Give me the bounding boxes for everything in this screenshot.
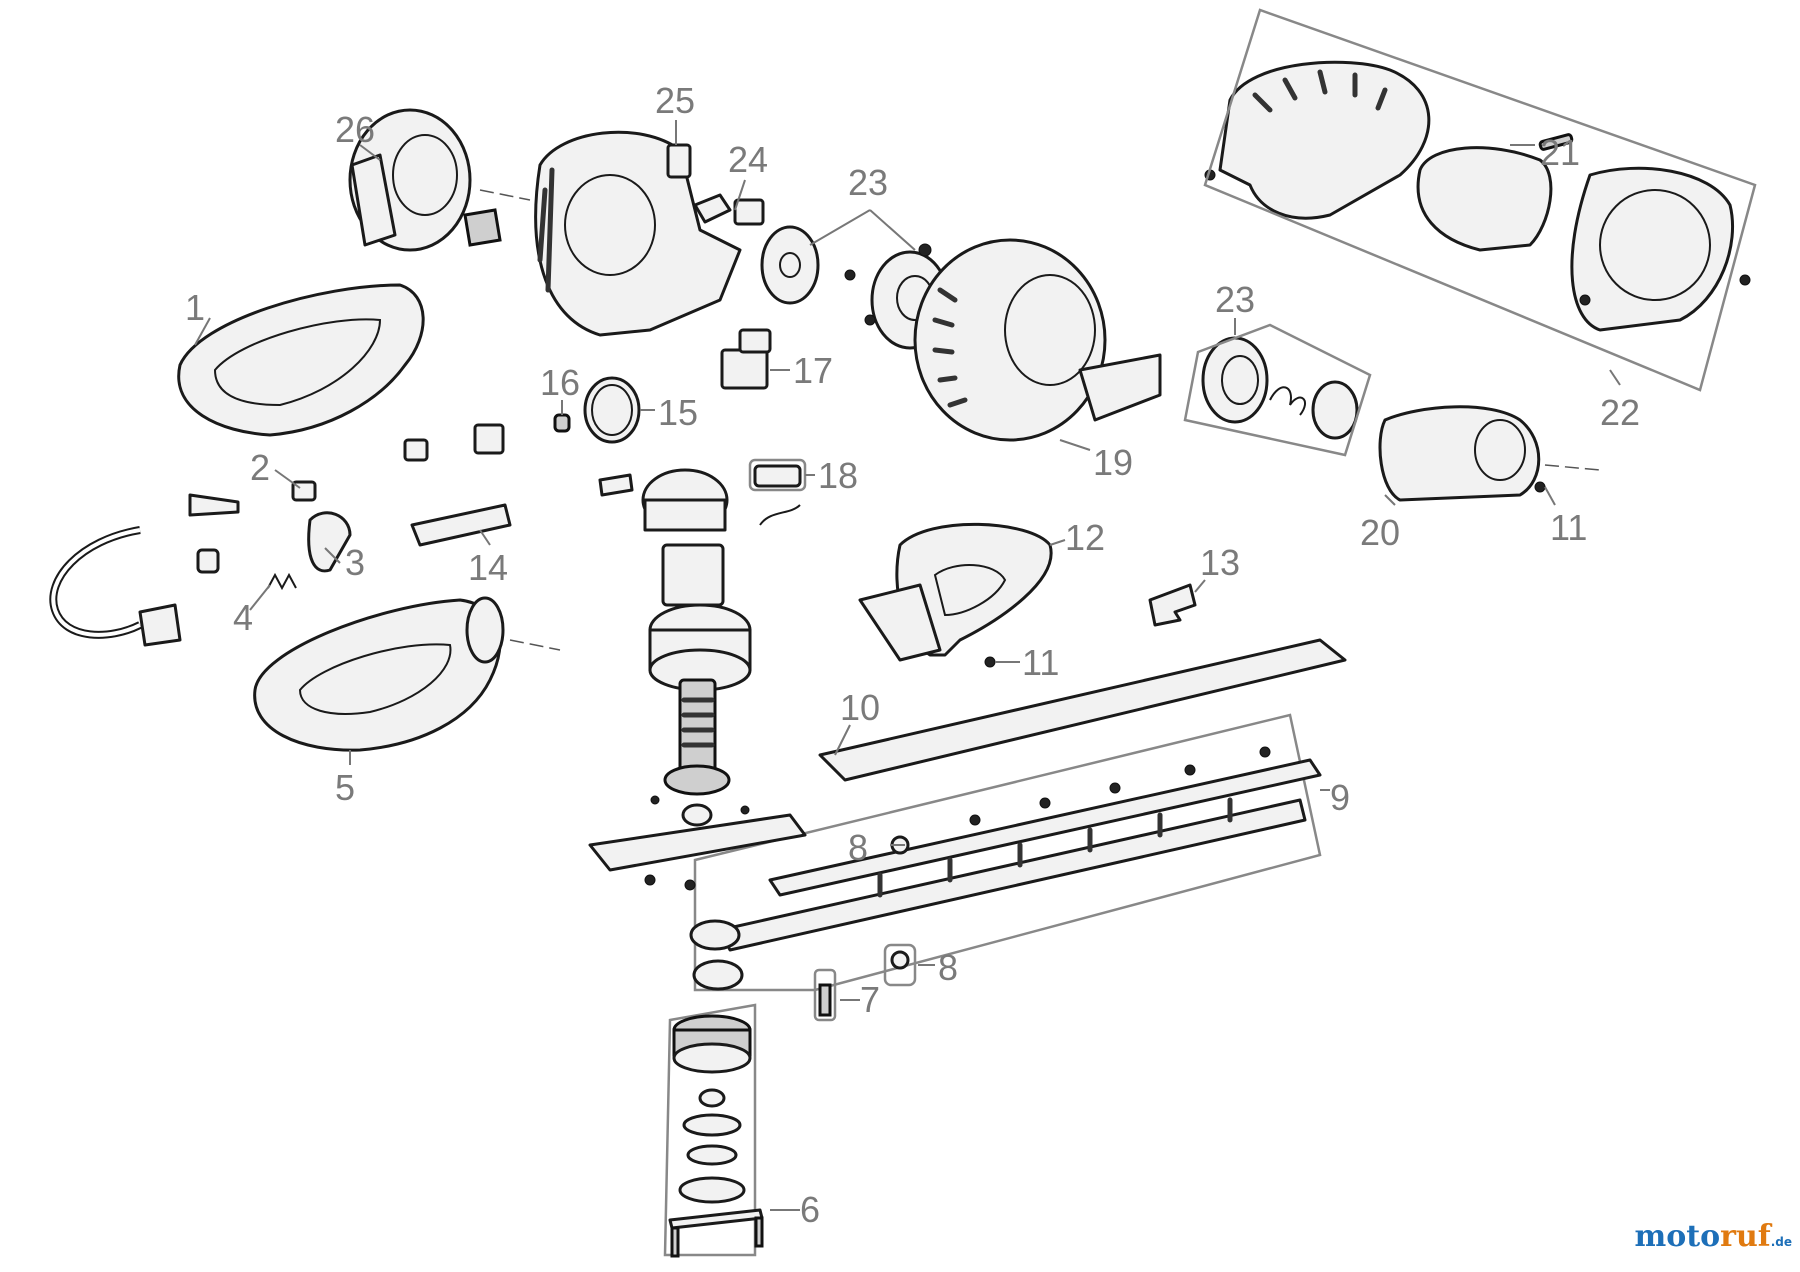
label-part-22: 22 [1600, 392, 1640, 433]
part-21-22-handle-assembly [1204, 60, 1751, 332]
part-19-front-housing [913, 238, 1162, 442]
part-25-brush-holder [666, 143, 692, 179]
part-10-blade-cover [818, 638, 1347, 782]
power-cord [49, 493, 240, 647]
part-5-handle-half [253, 596, 561, 752]
motor-housing-half [534, 130, 742, 337]
part-6-gear-stack [663, 1003, 764, 1258]
label-part-6: 6 [800, 1189, 820, 1230]
label-part-24: 24 [728, 139, 768, 180]
label-part-11-front: 11 [1022, 642, 1059, 683]
part-20-front-support [1378, 405, 1601, 502]
label-part-23-right: 23 [1215, 279, 1255, 320]
logo-tld: .de [1770, 1235, 1792, 1249]
label-part-7: 7 [860, 979, 880, 1020]
label-part-4: 4 [233, 597, 253, 638]
part-23-bearing-group [1201, 336, 1359, 440]
part-13-clip [1148, 583, 1197, 627]
label-part-9: 9 [1330, 777, 1350, 818]
part-16-spring [553, 413, 571, 433]
part-26-rear-cap [348, 108, 531, 252]
label-part-20: 20 [1360, 512, 1400, 553]
part-8-washers [883, 835, 917, 987]
motoruf-logo[interactable]: motoruf.de [1635, 1219, 1792, 1254]
part-12-guard [858, 522, 1053, 662]
label-part-5: 5 [335, 767, 355, 808]
logo-text-orange: ruf [1720, 1219, 1771, 1254]
part-7-bolts [813, 968, 837, 1022]
label-part-13: 13 [1200, 542, 1240, 583]
label-part-15: 15 [658, 392, 698, 433]
label-part-14: 14 [468, 547, 508, 588]
part-18-connectors [598, 464, 802, 526]
leader-lines [194, 120, 1621, 1211]
part-4-spring [196, 548, 297, 591]
part-9-blade-set [689, 713, 1322, 992]
part-1-handle-half [177, 283, 425, 437]
part-11-screw [984, 481, 1546, 668]
motor-assembly [641, 468, 752, 827]
label-part-19: 19 [1093, 442, 1133, 483]
label-part-8-upper: 8 [848, 827, 868, 868]
label-part-10: 10 [840, 687, 880, 728]
label-part-18: 18 [818, 455, 858, 496]
label-part-26: 26 [335, 109, 375, 150]
gear-plate [588, 813, 807, 891]
part-labels: 1 2 3 4 5 6 7 8 8 9 10 11 11 12 13 14 15… [185, 80, 1640, 1230]
part-24-contact [693, 193, 765, 226]
label-part-12: 12 [1065, 517, 1105, 558]
label-part-23-top: 23 [848, 162, 888, 203]
label-part-21: 21 [1540, 132, 1580, 173]
label-part-17: 17 [793, 350, 833, 391]
logo-text-blue: moto [1634, 1219, 1721, 1254]
label-part-8-lower: 8 [938, 947, 958, 988]
part-3-trigger [307, 511, 352, 573]
label-part-3: 3 [345, 542, 365, 583]
label-part-1: 1 [185, 287, 205, 328]
part-14-slide [410, 503, 512, 547]
part-17-brush-block [720, 328, 772, 390]
label-part-16: 16 [540, 362, 580, 403]
part-15-ring [583, 376, 641, 444]
label-part-11-rear: 11 [1550, 507, 1587, 548]
label-part-25: 25 [655, 80, 695, 121]
part-2-switch [291, 423, 505, 502]
label-part-2: 2 [250, 447, 270, 488]
